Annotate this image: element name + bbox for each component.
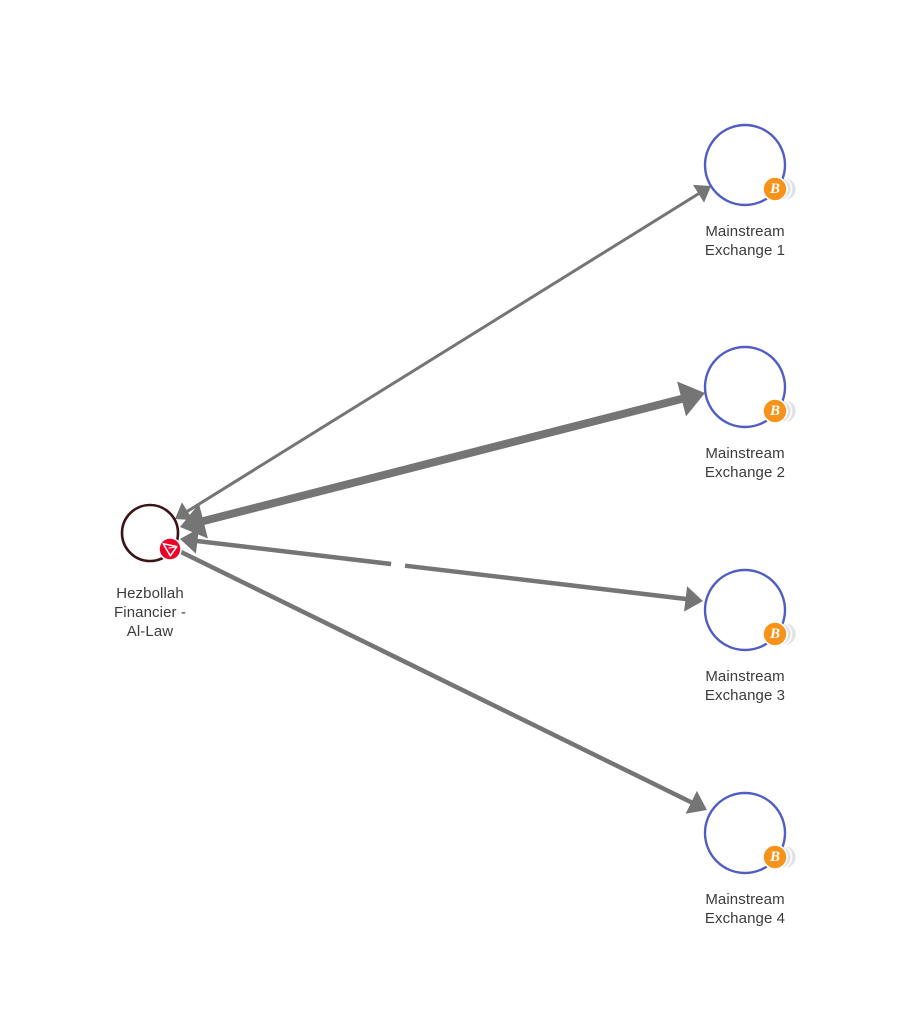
bitcoin-glyph: B: [769, 403, 780, 419]
edge-financier-to-exchange-1[interactable]: [169, 177, 716, 528]
edge-financier-to-exchange-4[interactable]: [174, 546, 713, 821]
tron-icon: [158, 537, 182, 561]
bitcoin-glyph: B: [769, 626, 780, 642]
node-hezbollah-financier[interactable]: [120, 503, 182, 563]
bitcoin-glyph: B: [769, 849, 780, 865]
arrowhead-forward: [692, 184, 711, 203]
bitcoin-icon: [762, 621, 788, 647]
node-label-mainstream-exchange-1: Mainstream Exchange 1: [704, 223, 786, 259]
node-label-mainstream-exchange-2: Mainstream Exchange 2: [704, 445, 786, 481]
arrowhead-reverse: [180, 528, 199, 554]
node-mainstream-exchange-2[interactable]: B: [703, 345, 798, 429]
bitcoin-glyph: B: [769, 181, 780, 197]
node-label-mainstream-exchange-3: Mainstream Exchange 3: [704, 668, 786, 704]
bitcoin-icon: [762, 176, 788, 202]
node-label-hezbollah-financier: Hezbollah Financier - Al-Law: [114, 585, 186, 640]
node-label-mainstream-exchange-4: Mainstream Exchange 4: [704, 891, 786, 927]
arrowhead-reverse: [175, 502, 194, 521]
edge-financier-to-exchange-2[interactable]: [176, 376, 710, 545]
arrowhead-forward: [684, 586, 703, 612]
node-mainstream-exchange-3[interactable]: B: [703, 568, 798, 652]
edge-financier-to-exchange-3[interactable]: [178, 526, 704, 613]
bitcoin-icon: [762, 398, 788, 424]
tron-glyph-inner: [162, 543, 177, 557]
arrowhead-forward: [685, 790, 707, 814]
node-mainstream-exchange-1[interactable]: B: [703, 123, 798, 207]
node-mainstream-exchange-4[interactable]: B: [703, 791, 798, 875]
arrowhead-forward: [677, 381, 705, 417]
bitcoin-icon: [762, 844, 788, 870]
arrowhead-reverse: [180, 503, 208, 539]
